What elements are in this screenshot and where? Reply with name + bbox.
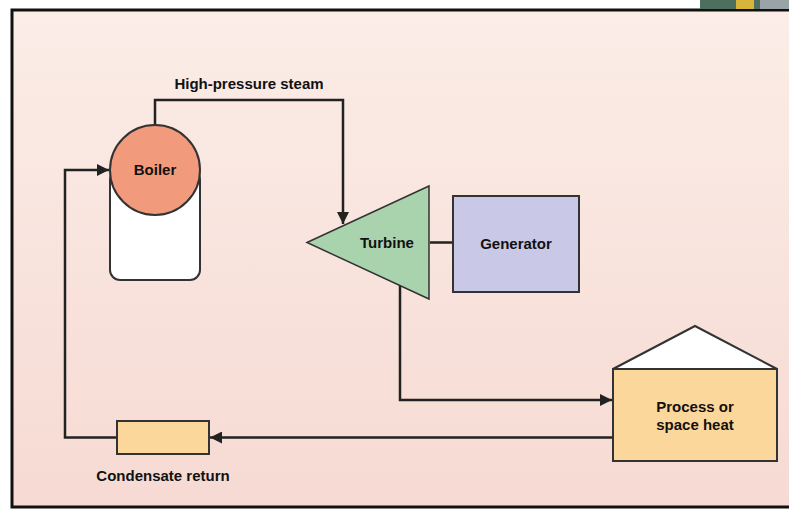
node-label: Boiler bbox=[134, 161, 177, 179]
boiler-drum bbox=[110, 125, 200, 215]
process-house: Process or space heat bbox=[612, 325, 778, 462]
flow-connector bbox=[65, 170, 116, 438]
node-label: Generator bbox=[480, 235, 552, 253]
node-label: Process or space heat bbox=[645, 398, 745, 434]
house-roof bbox=[613, 326, 777, 369]
boiler-vessel-outline bbox=[108, 125, 202, 282]
flow-connector bbox=[210, 436, 612, 439]
corner-photo-detail bbox=[760, 0, 789, 9]
corner-photo-detail bbox=[736, 0, 754, 9]
text-box: Generator bbox=[452, 195, 580, 293]
process-house-outline bbox=[612, 325, 778, 462]
text-box: Turbine bbox=[347, 225, 427, 261]
text-box: Boiler bbox=[108, 152, 202, 188]
text-box: Process or space heat bbox=[612, 369, 778, 462]
text-box: Condensate return bbox=[56, 465, 270, 487]
generator-box: Generator bbox=[452, 195, 580, 293]
house-body bbox=[613, 369, 777, 461]
boiler-vessel: Boiler bbox=[108, 125, 202, 282]
flow-connector bbox=[430, 241, 452, 244]
condensate-box: Condensate return bbox=[116, 420, 210, 455]
turbine-shape bbox=[307, 186, 429, 299]
flow-connector bbox=[400, 285, 612, 400]
corner-photo bbox=[700, 0, 789, 9]
frame-panel bbox=[12, 10, 789, 507]
node-label: Condensate return bbox=[96, 467, 229, 485]
turbine-triangle: Turbine bbox=[305, 185, 430, 300]
node-label: Turbine bbox=[360, 234, 414, 252]
edge-label: High-pressure steam bbox=[174, 75, 323, 93]
